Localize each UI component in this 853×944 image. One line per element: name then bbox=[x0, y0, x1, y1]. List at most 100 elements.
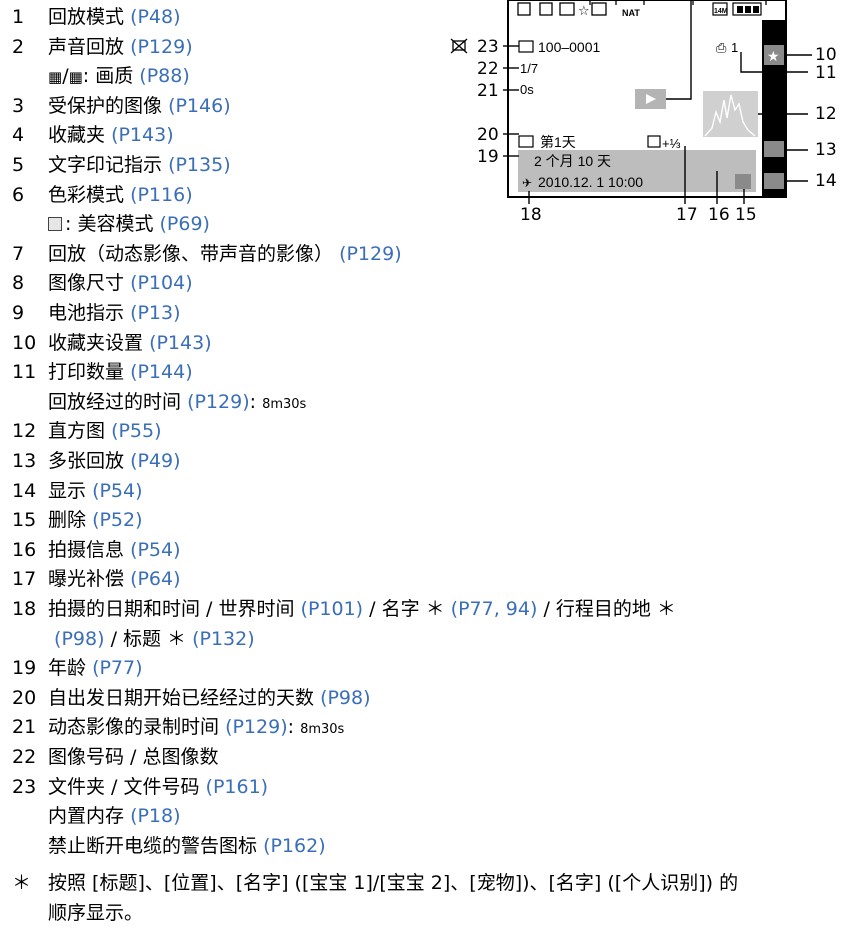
page-reference-link[interactable]: (P13) bbox=[130, 302, 181, 324]
playback-screen-diagram: ☆ NAT 14M 100–0001 1/7 0s ⎙ 1 第1天 +⅓ 2 个… bbox=[450, 0, 812, 204]
callout-15: 15 bbox=[735, 205, 757, 225]
footnote-line-2: 顺序显示。 bbox=[48, 902, 144, 924]
multi-playback-icon bbox=[764, 141, 784, 157]
item-label: 打印数量 bbox=[48, 361, 125, 384]
page-reference-link[interactable]: (P162) bbox=[263, 834, 326, 857]
page-reference-link[interactable]: (P88) bbox=[139, 65, 190, 88]
page-reference-link[interactable]: (P77) bbox=[92, 657, 143, 680]
print-count: 1 bbox=[731, 40, 738, 55]
audio-quality-icon: ▦ bbox=[68, 68, 83, 87]
page-reference-link[interactable]: (P49) bbox=[130, 450, 181, 472]
page-reference-link[interactable]: (P69) bbox=[159, 213, 210, 236]
page-reference-link[interactable]: (P98) bbox=[54, 627, 105, 650]
page-reference-link[interactable]: (P161) bbox=[205, 775, 269, 798]
datetime-bar bbox=[518, 171, 756, 192]
delete-icon bbox=[735, 174, 751, 189]
item-number: 1 bbox=[12, 6, 25, 28]
sound-playback-icon bbox=[539, 2, 553, 16]
asterisk-mark: ＊ bbox=[12, 872, 32, 894]
page-reference-link[interactable]: (P132) bbox=[192, 627, 255, 650]
list-item: 回放经过的时间 (P129): 8m30s bbox=[48, 387, 306, 417]
page-reference-link[interactable]: (P54) bbox=[92, 479, 143, 502]
item-tail: / 标题 ＊ bbox=[110, 627, 187, 650]
callout-16: 16 bbox=[708, 205, 730, 225]
page-reference-link[interactable]: (P143) bbox=[149, 331, 212, 354]
callout-13: 13 bbox=[815, 140, 837, 160]
favorite-setting-icon bbox=[764, 45, 784, 65]
callout-12: 12 bbox=[815, 104, 837, 124]
page-reference-link[interactable]: (P129) bbox=[187, 390, 250, 413]
page-reference-link[interactable]: (P55) bbox=[111, 420, 162, 443]
beauty-mode-icon bbox=[48, 217, 62, 232]
page-reference-link[interactable]: (P129) bbox=[225, 716, 288, 739]
item-number: 4 bbox=[12, 124, 25, 147]
page-reference-link[interactable]: (P104) bbox=[130, 272, 193, 295]
item-number: 14 bbox=[12, 479, 37, 502]
battery-icon bbox=[732, 2, 762, 16]
page-reference-link[interactable]: (P129) bbox=[339, 242, 402, 265]
size-badge: 14M bbox=[714, 8, 728, 15]
callout-18: 18 bbox=[520, 205, 542, 225]
callout-20: 20 bbox=[477, 125, 499, 145]
page-reference-link[interactable]: (P143) bbox=[111, 124, 174, 147]
item-label: 收藏夹 bbox=[48, 124, 106, 147]
item-label: 多张回放 bbox=[48, 450, 125, 472]
page-reference-link[interactable]: (P116) bbox=[130, 183, 193, 206]
callout-19: 19 bbox=[477, 147, 499, 167]
item-tail: / 名字 ＊ bbox=[369, 598, 445, 620]
item-label: 文件夹 / 文件号码 bbox=[48, 775, 200, 798]
favorite-star-icon: ☆ bbox=[578, 3, 590, 18]
item-number: 23 bbox=[12, 775, 37, 798]
item-label: : 画质 bbox=[82, 65, 134, 88]
travel-day: 第1天 bbox=[540, 134, 576, 150]
page-reference-link[interactable]: (P144) bbox=[130, 361, 193, 384]
item-label: 图像号码 / 总图像数 bbox=[48, 746, 219, 768]
time-example: 8m30s bbox=[262, 396, 307, 412]
item-number: 6 bbox=[12, 183, 25, 206]
page-reference-link[interactable]: (P101) bbox=[300, 598, 364, 620]
page-reference-link[interactable]: (P129) bbox=[130, 35, 193, 58]
item-number: 19 bbox=[12, 657, 37, 680]
item-number: 15 bbox=[12, 509, 37, 532]
item-label: 动态影像的录制时间 bbox=[48, 716, 220, 739]
item-label: 回放经过的时间 bbox=[48, 390, 182, 413]
page-reference-link[interactable]: (P135) bbox=[168, 154, 231, 176]
exposure-icon bbox=[647, 135, 661, 148]
page-reference-link[interactable]: (P54) bbox=[130, 538, 181, 561]
item-label: 受保护的图像 bbox=[48, 94, 163, 117]
item-label: : 美容模式 bbox=[65, 213, 154, 236]
item-number: 3 bbox=[12, 94, 25, 117]
item-suffix: : bbox=[249, 390, 257, 413]
page-reference-link[interactable]: (P52) bbox=[92, 509, 143, 532]
item-number: 13 bbox=[12, 450, 37, 472]
page-reference-link[interactable]: (P146) bbox=[168, 94, 231, 117]
list-item: 禁止断开电缆的警告图标 (P162) bbox=[48, 831, 326, 861]
playback-mode-icon bbox=[517, 2, 531, 16]
video-quality-icon: ▦ bbox=[48, 68, 63, 87]
list-item: : 美容模式 (P69) bbox=[48, 209, 210, 239]
top-status-icons bbox=[517, 0, 767, 16]
cable-warning-icon bbox=[450, 38, 468, 54]
item-number: 17 bbox=[12, 568, 37, 591]
item-number: 21 bbox=[12, 716, 37, 739]
page-reference-link[interactable]: (P98) bbox=[320, 686, 371, 709]
size-icon bbox=[712, 2, 728, 16]
item-number: 8 bbox=[12, 272, 25, 295]
page-reference-link[interactable]: (P48) bbox=[130, 6, 181, 28]
page-reference-link[interactable]: (P64) bbox=[130, 568, 181, 591]
item-number: 18 bbox=[12, 598, 37, 620]
item-number: 16 bbox=[12, 538, 37, 561]
page-reference-link[interactable]: (P77, 94) bbox=[450, 598, 538, 620]
page-reference-link[interactable]: (P18) bbox=[130, 805, 181, 828]
item-number: 22 bbox=[12, 746, 37, 768]
